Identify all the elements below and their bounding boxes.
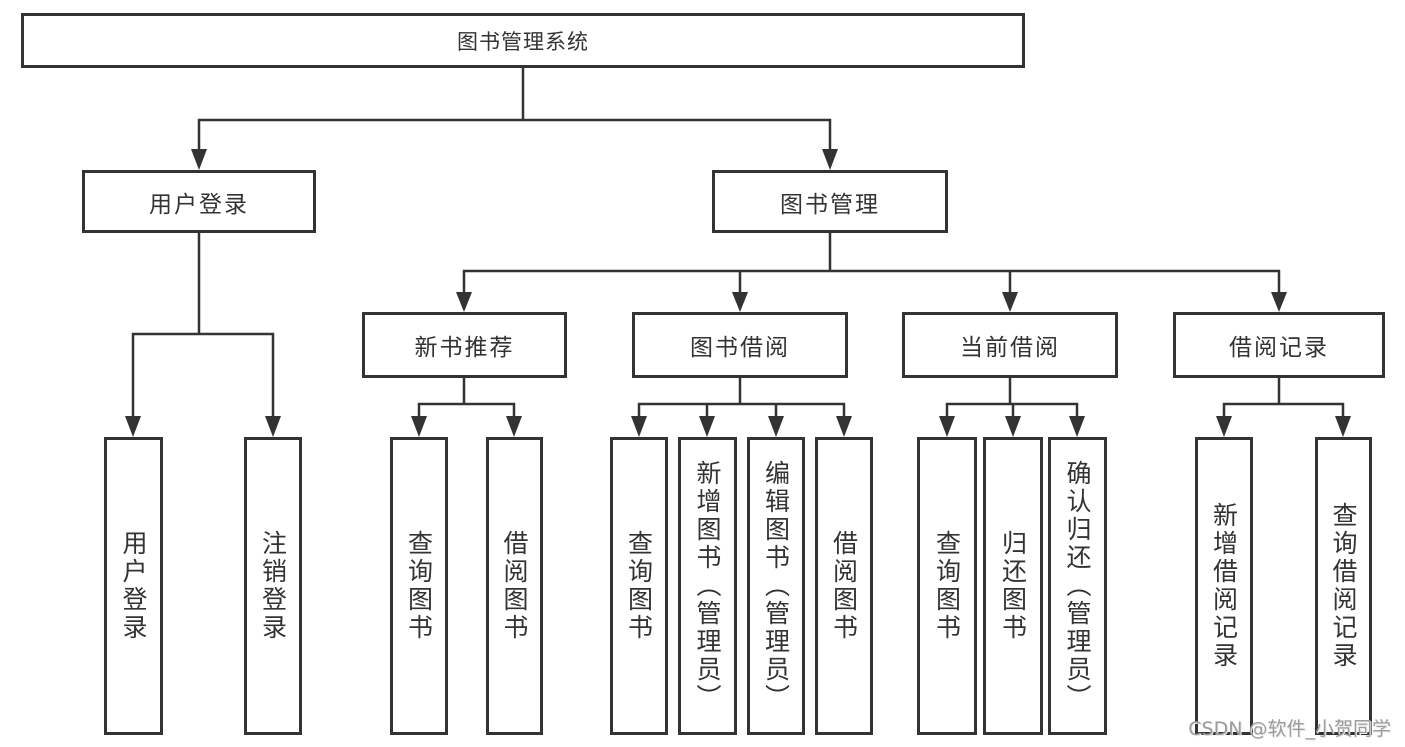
leaf-nbr-borrow-books-label: 借阅图书 (500, 530, 529, 642)
leaf-bb-borrow-books: 借阅图书 (815, 437, 873, 735)
node-current-borrow-label: 当前借阅 (960, 335, 1060, 361)
leaf-cb-confirm-return-admin: 确认归还（管理员） (1048, 437, 1107, 735)
leaf-cb-query-books-label: 查询图书 (932, 530, 962, 642)
node-root: 图书管理系统 (21, 13, 1025, 68)
node-book-borrow: 图书借阅 (632, 312, 848, 378)
leaf-bb-borrow-books-label: 借阅图书 (829, 530, 859, 642)
node-root-label: 图书管理系统 (457, 29, 589, 54)
node-borrow-records-label: 借阅记录 (1229, 335, 1329, 361)
leaf-user-login: 用户登录 (104, 437, 163, 735)
leaf-rec-add-borrow-record-label: 新增借阅记录 (1209, 502, 1239, 670)
leaf-rec-query-borrow-record: 查询借阅记录 (1315, 437, 1372, 735)
watermark: CSDN @软件_小贺同学 (1188, 718, 1391, 740)
leaf-logout: 注销登录 (244, 437, 302, 735)
leaf-bb-add-books-admin: 新增图书（管理员） (678, 437, 737, 735)
leaf-nbr-query-books: 查询图书 (390, 437, 448, 735)
leaf-user-login-label: 用户登录 (119, 530, 148, 642)
leaf-bb-edit-books-admin: 编辑图书（管理员） (747, 437, 805, 735)
leaf-cb-return-books: 归还图书 (983, 437, 1043, 735)
leaf-bb-query-books: 查询图书 (610, 437, 668, 735)
leaf-cb-confirm-return-admin-label: 确认归还（管理员） (1063, 460, 1092, 712)
leaf-rec-add-borrow-record: 新增借阅记录 (1195, 437, 1253, 735)
node-new-book-recommend: 新书推荐 (362, 312, 567, 378)
node-user-login: 用户登录 (82, 170, 316, 233)
node-new-book-recommend-label: 新书推荐 (414, 335, 515, 361)
node-borrow-records: 借阅记录 (1173, 312, 1385, 378)
leaf-nbr-borrow-books: 借阅图书 (486, 437, 543, 735)
leaf-cb-query-books: 查询图书 (917, 437, 977, 735)
node-current-borrow: 当前借阅 (902, 312, 1118, 378)
leaf-nbr-query-books-label: 查询图书 (404, 530, 434, 642)
leaf-logout-label: 注销登录 (258, 530, 288, 642)
leaf-bb-query-books-label: 查询图书 (624, 530, 654, 642)
node-book-borrow-label: 图书借阅 (690, 335, 790, 361)
leaf-rec-query-borrow-record-label: 查询借阅记录 (1329, 502, 1358, 670)
node-book-management-label: 图书管理 (780, 191, 880, 218)
node-book-management: 图书管理 (712, 170, 948, 233)
leaf-bb-edit-books-admin-label: 编辑图书（管理员） (761, 460, 791, 712)
node-user-login-label: 用户登录 (149, 191, 249, 218)
leaf-bb-add-books-admin-label: 新增图书（管理员） (693, 460, 722, 712)
leaf-cb-return-books-label: 归还图书 (998, 530, 1028, 642)
